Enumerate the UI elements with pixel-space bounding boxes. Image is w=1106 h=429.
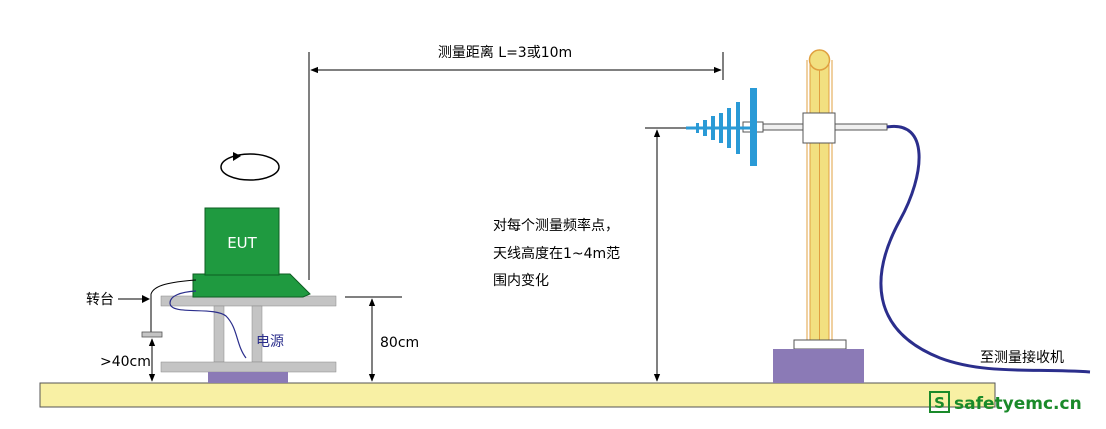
distance-dimension: 测量距离 L=3或10m bbox=[308, 44, 724, 280]
eut-label: EUT bbox=[227, 234, 257, 252]
antenna-note-line3: 围内变化 bbox=[493, 273, 549, 289]
distance-label: 测量距离 L=3或10m bbox=[438, 44, 572, 61]
receiver-label: 至测量接收机 bbox=[980, 349, 1064, 366]
antenna-note-line1: 对每个测量频率点， bbox=[493, 217, 619, 234]
watermark-badge: S bbox=[934, 394, 945, 412]
power-label: 电源 bbox=[256, 334, 284, 350]
antenna bbox=[686, 88, 757, 166]
watermark-logo: S safetyemc.cn bbox=[929, 391, 1082, 414]
ground-plane bbox=[39, 382, 996, 408]
receiver-cable bbox=[879, 124, 1091, 374]
table-height-dimension: 80cm bbox=[345, 296, 419, 382]
turntable-probe bbox=[141, 331, 163, 338]
antenna-note-line2: 天线高度在1~4m范 bbox=[493, 245, 620, 262]
mast-base-block bbox=[773, 349, 864, 383]
arrow-right-icon bbox=[118, 295, 150, 303]
table-height-label: 80cm bbox=[380, 335, 419, 351]
min-height-label: >40cm bbox=[100, 354, 151, 370]
power-cable bbox=[169, 290, 247, 359]
turntable-wire bbox=[150, 279, 197, 332]
min-height-dimension: >40cm bbox=[100, 338, 156, 382]
turntable-label: 转台 bbox=[86, 292, 114, 308]
eut: EUT bbox=[192, 207, 311, 298]
rotation-arrow-icon bbox=[220, 152, 280, 181]
antenna-boom bbox=[742, 112, 888, 144]
test-table bbox=[160, 295, 337, 373]
antenna-height-dimension bbox=[645, 127, 688, 382]
table-base-block bbox=[208, 372, 288, 383]
watermark-text: safetyemc.cn bbox=[954, 394, 1082, 414]
antenna-mast bbox=[793, 49, 847, 350]
